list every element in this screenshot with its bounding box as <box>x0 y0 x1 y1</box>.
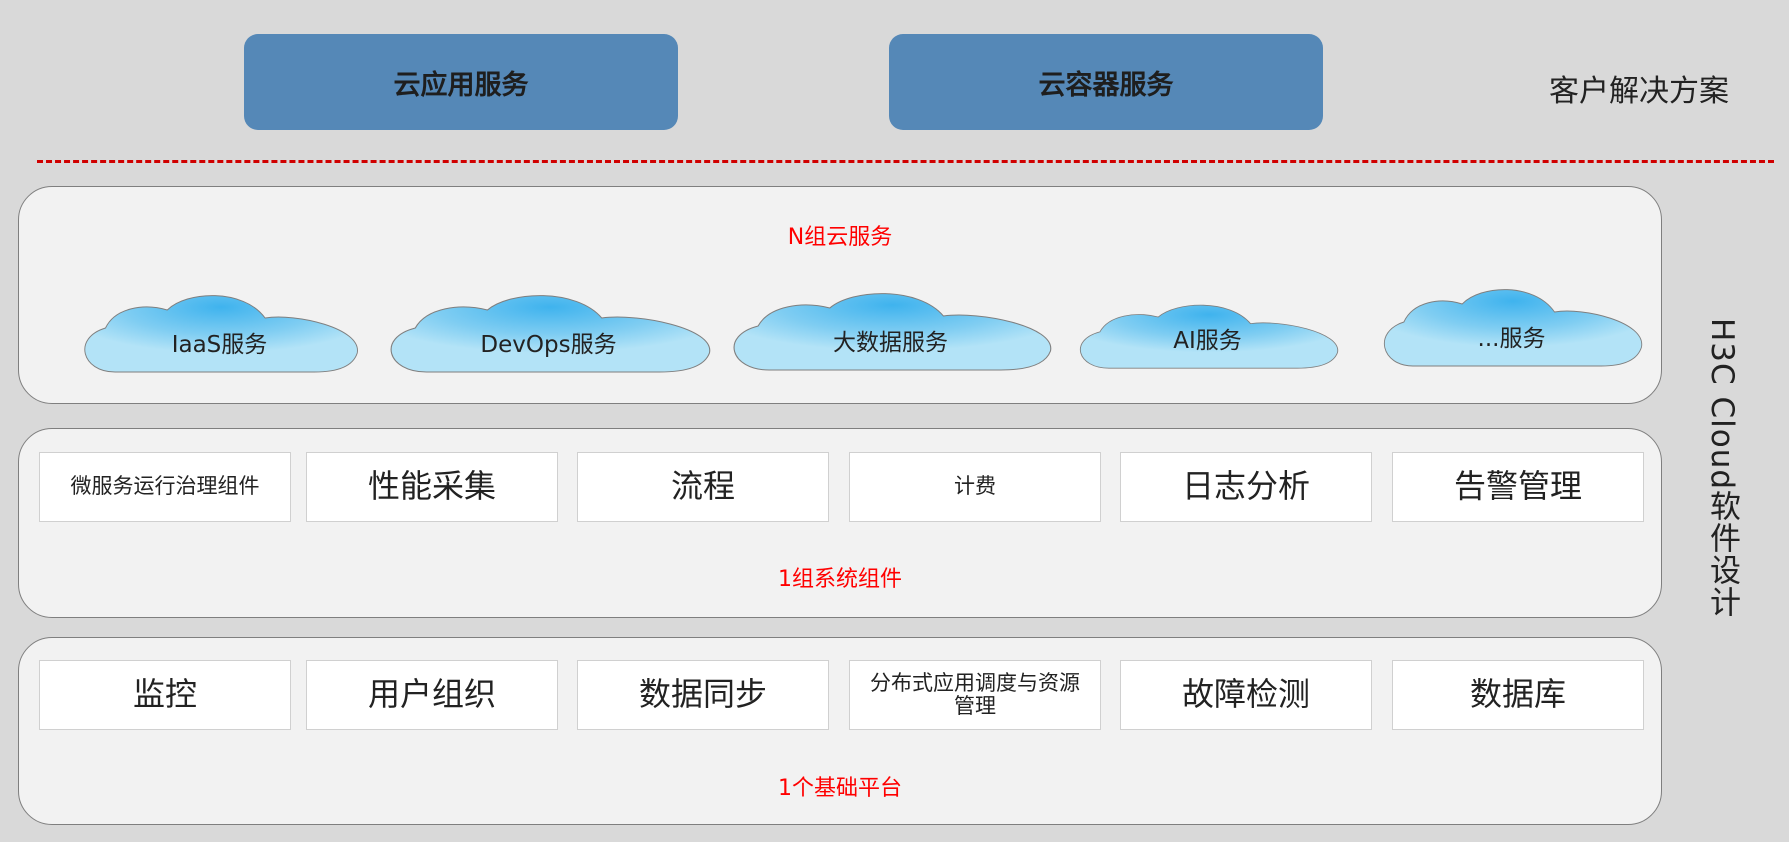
platform-data-sync[interactable]: 数据同步 <box>577 660 829 730</box>
cloud-app-service-button[interactable]: 云应用服务 <box>244 34 678 130</box>
cloud-label: DevOps服务 <box>480 332 617 358</box>
cloud-container-service-button[interactable]: 云容器服务 <box>889 34 1323 130</box>
platform-database[interactable]: 数据库 <box>1392 660 1644 730</box>
platform-monitoring[interactable]: 监控 <box>39 660 291 730</box>
component-log-analysis[interactable]: 日志分析 <box>1120 452 1372 522</box>
platform-user-organization[interactable]: 用户组织 <box>306 660 558 730</box>
cloud-services-panel: N组云服务 IaaS服务 DevOps服务 大数据服务 AI服务 ...服务 <box>18 186 1662 404</box>
h3c-cloud-side-label: H3C Cloud软件设计 <box>1704 318 1740 619</box>
cloud-ai[interactable]: AI服务 <box>1073 303 1342 369</box>
component-workflow[interactable]: 流程 <box>577 452 829 522</box>
cloud-label: IaaS服务 <box>171 332 268 358</box>
customer-solutions-label: 客户解决方案 <box>1549 74 1729 109</box>
cloud-label: AI服务 <box>1173 328 1242 354</box>
cloud-services-title: N组云服务 <box>787 225 893 250</box>
base-platform-title: 1个基础平台 <box>778 776 902 801</box>
component-performance-collection[interactable]: 性能采集 <box>306 452 558 522</box>
component-alarm-management[interactable]: 告警管理 <box>1392 452 1644 522</box>
divider-line <box>37 160 1774 163</box>
cloud-more[interactable]: ...服务 <box>1377 287 1646 367</box>
component-microservice-governance[interactable]: 微服务运行治理组件 <box>39 452 291 522</box>
system-components-title: 1组系统组件 <box>778 567 902 592</box>
cloud-devops[interactable]: DevOps服务 <box>382 293 715 373</box>
cloud-iaas[interactable]: IaaS服务 <box>77 293 362 373</box>
cloud-label: 大数据服务 <box>833 330 948 356</box>
base-platform-panel: 监控 用户组织 数据同步 分布式应用调度与资源管理 故障检测 数据库 1个基础平… <box>18 637 1662 825</box>
system-components-panel: 微服务运行治理组件 性能采集 流程 计费 日志分析 告警管理 1组系统组件 <box>18 428 1662 618</box>
cloud-label: ...服务 <box>1477 326 1546 352</box>
platform-fault-detection[interactable]: 故障检测 <box>1120 660 1372 730</box>
cloud-bigdata[interactable]: 大数据服务 <box>725 291 1056 371</box>
component-billing[interactable]: 计费 <box>849 452 1101 522</box>
platform-distributed-scheduling[interactable]: 分布式应用调度与资源管理 <box>849 660 1101 730</box>
